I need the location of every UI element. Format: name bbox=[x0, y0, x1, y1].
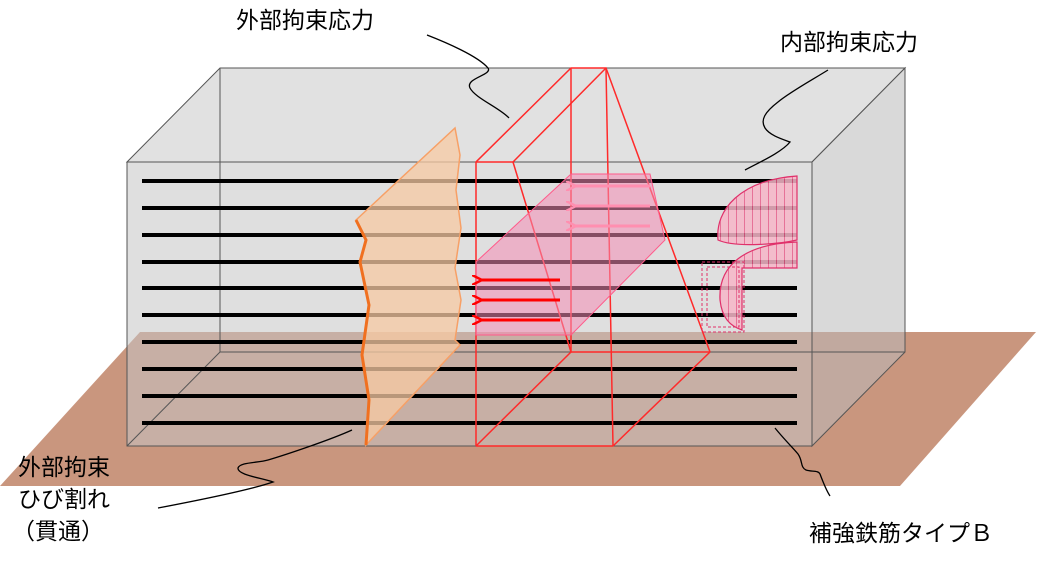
internal-stress-distribution bbox=[701, 175, 798, 333]
external-stress-prism bbox=[475, 173, 666, 336]
label-external-crack-line3: （貫通） bbox=[12, 519, 104, 545]
internal-stress-upper bbox=[717, 175, 798, 246]
leader-crack bbox=[157, 429, 353, 509]
leader-lines bbox=[157, 34, 831, 509]
leader-internal-stress bbox=[744, 69, 829, 171]
leader-reinforcement bbox=[774, 427, 831, 497]
box-front-face bbox=[126, 161, 813, 447]
through-crack-edge bbox=[354, 219, 371, 446]
label-external-crack-line2: ひび割れ bbox=[18, 487, 110, 513]
label-reinforcement-type-b: 補強鉄筋タイプＢ bbox=[809, 521, 993, 547]
label-external-crack-line1: 外部拘束 bbox=[18, 455, 110, 481]
box-top-face bbox=[125, 67, 907, 163]
label-internal-restraint-stress: 内部拘束応力 bbox=[780, 30, 918, 56]
external-stress-arrows bbox=[480, 186, 650, 320]
leader-external-stress bbox=[426, 34, 510, 119]
label-external-restraint-stress: 外部拘束応力 bbox=[236, 8, 374, 34]
rebar-group bbox=[142, 179, 797, 425]
